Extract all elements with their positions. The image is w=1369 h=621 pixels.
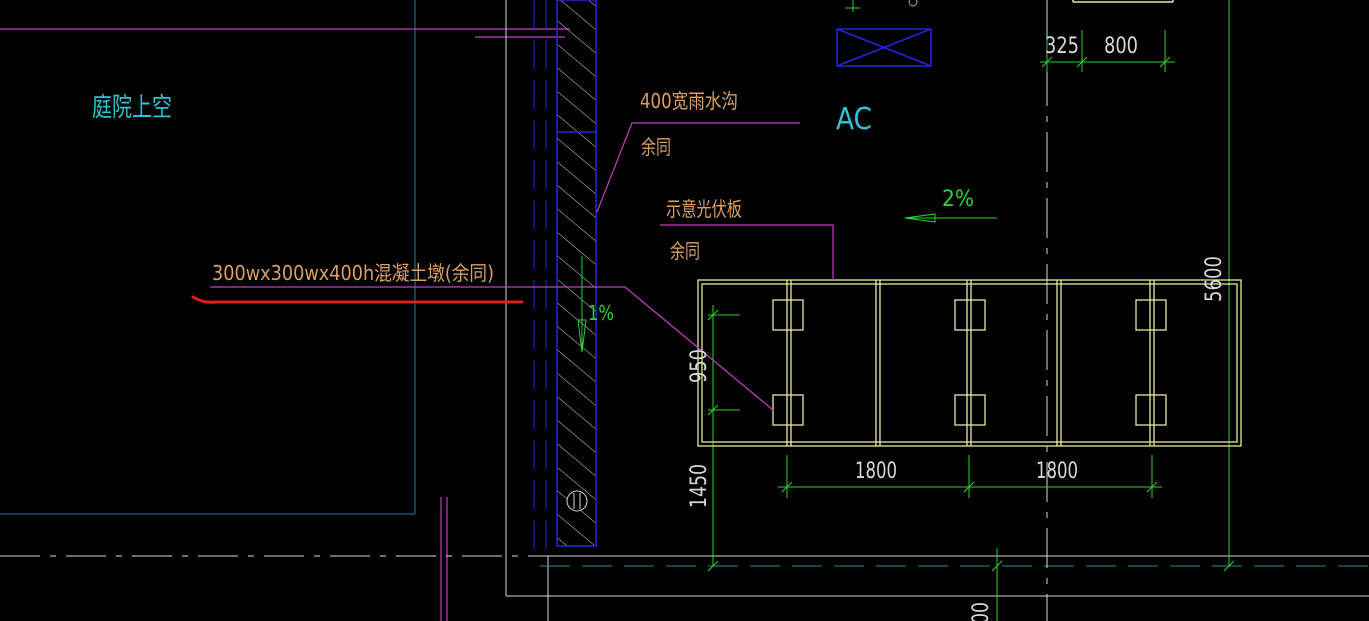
annotation-leaders	[210, 122, 834, 411]
rain-gutter-hatched	[556, 0, 597, 547]
courtyard-edge-line	[0, 28, 570, 38]
dim-00-partial: 00	[969, 602, 994, 621]
dim-1800-b: 1800	[1036, 459, 1078, 484]
slope-2pct-label: 2%	[942, 187, 974, 212]
wall-outline-lines	[505, 0, 1369, 621]
dim-1450: 1450	[687, 464, 712, 508]
courtyard-label: 庭院上空	[92, 93, 172, 123]
dim-800: 800	[1104, 34, 1138, 59]
top-green-mark	[845, 0, 918, 12]
wall-centerlines	[533, 0, 547, 560]
dim-1800-a: 1800	[855, 459, 897, 484]
slope-arrow-2pct	[904, 213, 997, 223]
slope-1pct-label: 1%	[588, 301, 614, 325]
gutter-label: 400宽雨水沟	[640, 89, 738, 113]
red-markup-underline	[191, 295, 524, 304]
courtyard-boundary	[0, 0, 416, 515]
pier-label: 300wx300wx400h混凝土墩(余同)	[212, 261, 494, 285]
gutter-note: 余同	[641, 135, 671, 159]
drain-icon	[566, 490, 588, 512]
ac-label: AC	[836, 102, 872, 137]
dim-5600: 5600	[1202, 256, 1227, 302]
magenta-structure-lines	[440, 497, 448, 621]
solar-panel-array	[697, 279, 1242, 447]
dimension-lines	[707, 0, 1235, 621]
slope-arrow-1pct	[577, 256, 587, 353]
pv-note: 余同	[670, 239, 700, 263]
ac-unit-symbol	[836, 28, 932, 67]
top-fixture	[1072, 0, 1174, 3]
dim-325: 325	[1045, 34, 1079, 59]
pv-label: 示意光伏板	[666, 197, 742, 221]
dim-950: 950	[687, 349, 712, 383]
